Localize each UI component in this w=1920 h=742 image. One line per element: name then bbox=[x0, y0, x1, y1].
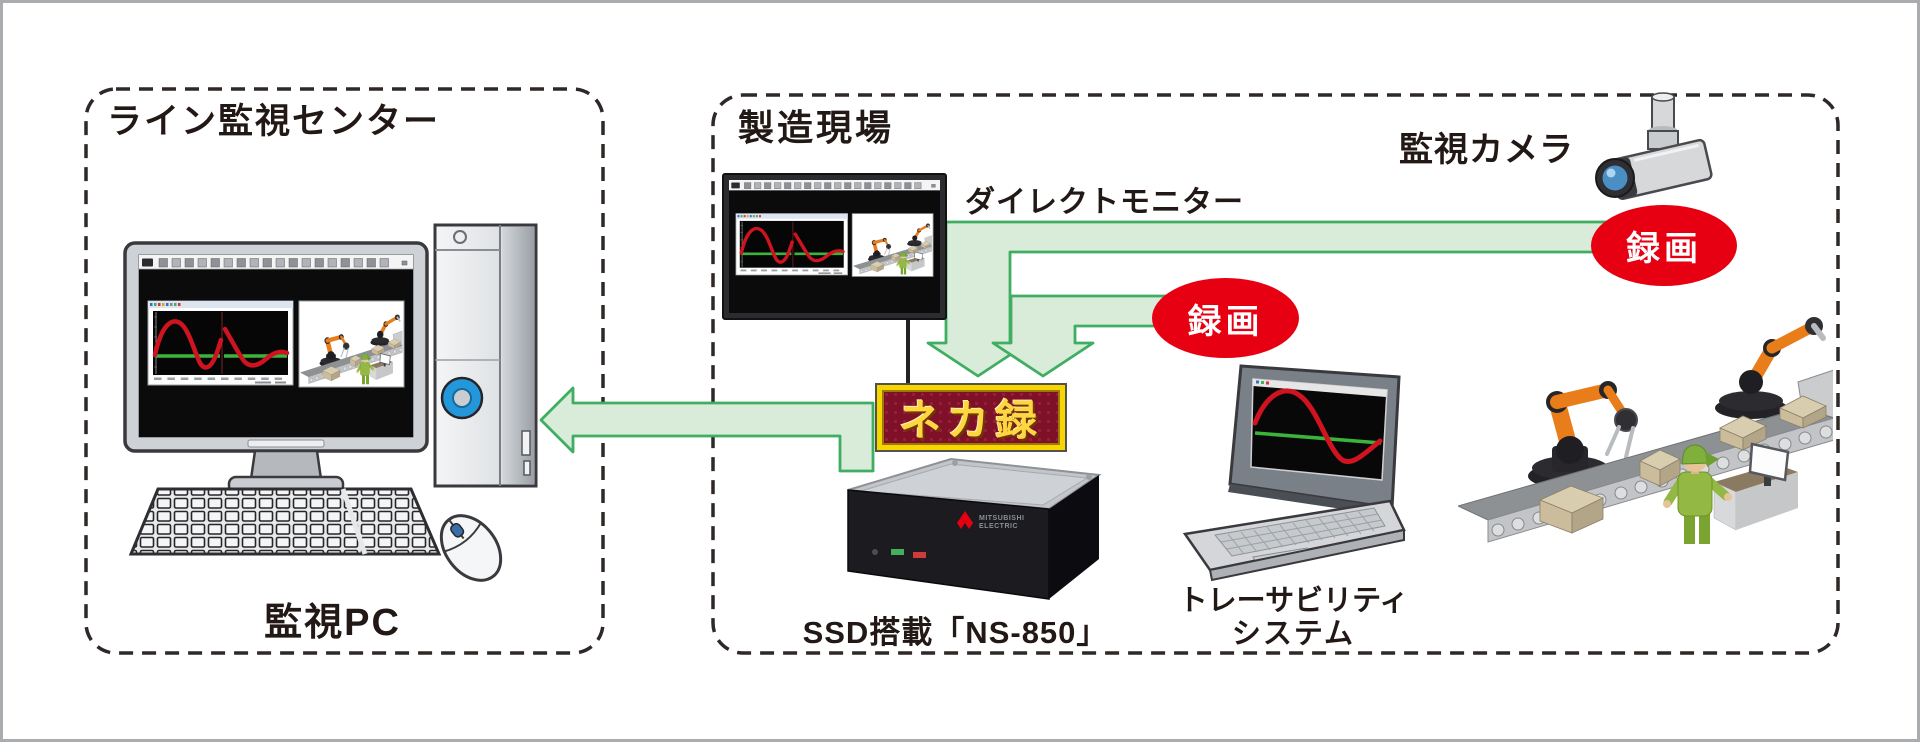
arrow-traceability-to-recorder bbox=[991, 294, 1240, 378]
keyboard bbox=[128, 487, 442, 556]
diagram-canvas: MITSUBISHI ELECTRIC bbox=[84, 87, 1840, 655]
recorder-brand-line2: ELECTRIC bbox=[979, 523, 1018, 530]
recorder-led-green bbox=[891, 549, 904, 555]
production-line-scene bbox=[1458, 278, 1834, 548]
desktop-monitor bbox=[123, 241, 429, 495]
recorder-power-dot bbox=[872, 549, 878, 555]
arrow-recorder-to-pc bbox=[539, 386, 875, 473]
pc-tower bbox=[433, 223, 538, 488]
monitor-stand bbox=[249, 449, 323, 481]
direct-monitor bbox=[722, 173, 947, 389]
mouse bbox=[439, 514, 503, 582]
mitsubishi-logo bbox=[957, 511, 973, 529]
recorder-ns850: MITSUBISHI ELECTRIC bbox=[847, 457, 1102, 600]
recorder-brand-line1: MITSUBISHI bbox=[979, 515, 1024, 522]
traceability-laptop bbox=[1182, 364, 1406, 582]
factory-zone-border bbox=[711, 93, 1840, 655]
recorder-led-red bbox=[913, 552, 926, 558]
camera-icon bbox=[1595, 92, 1713, 200]
